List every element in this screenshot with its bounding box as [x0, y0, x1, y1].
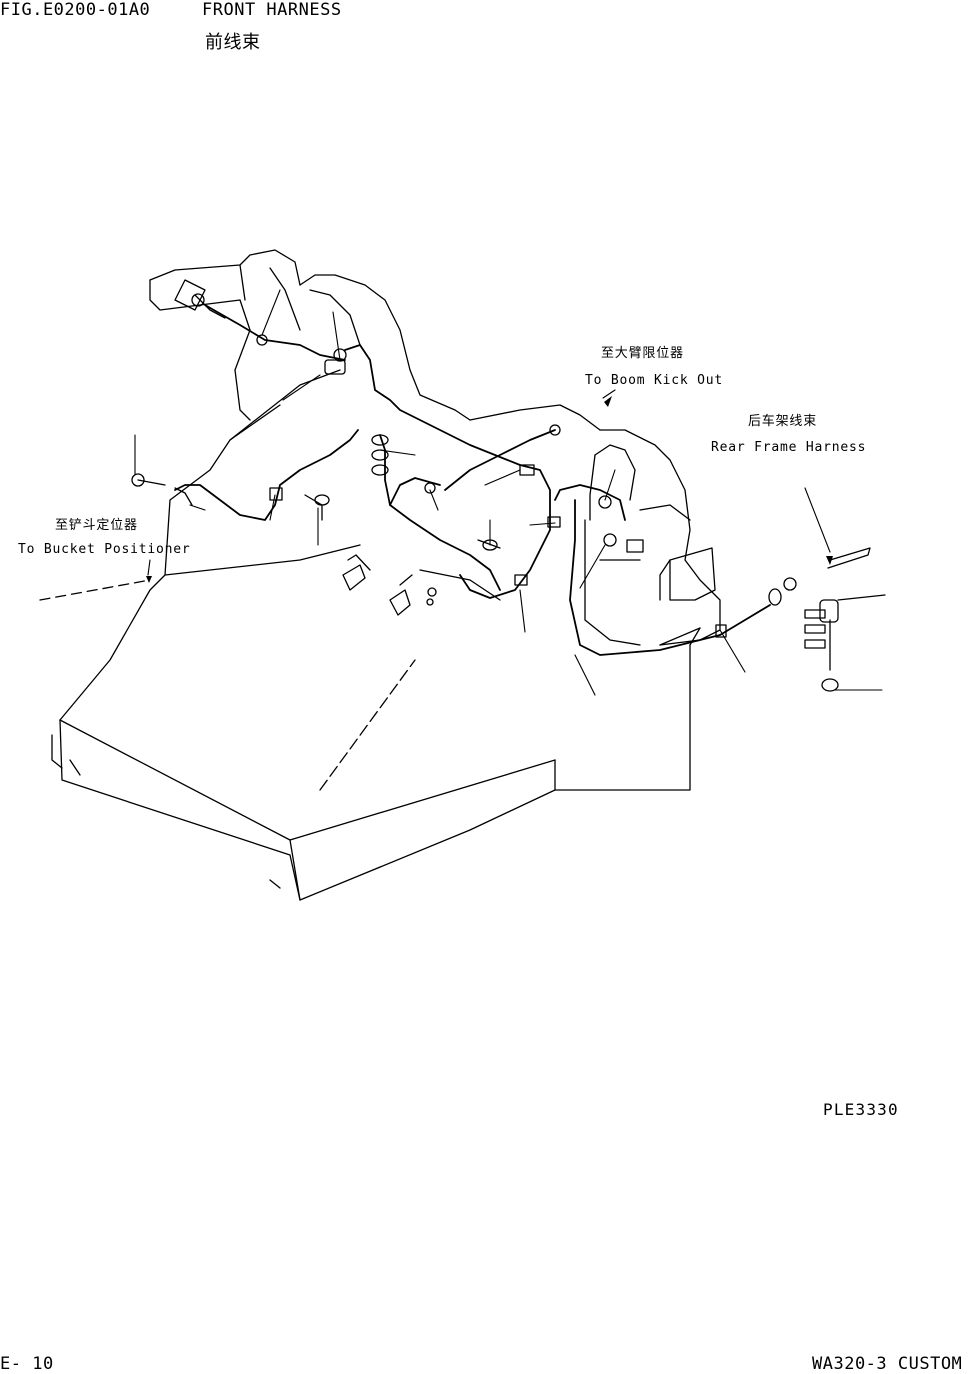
figure-title-chinese: 前线束 [205, 32, 261, 53]
front-frame-tower [150, 250, 470, 575]
model-name: WA320-3 CUSTOM [812, 1354, 963, 1374]
drawing-code: PLE3330 [823, 1100, 899, 1119]
arrowheads [146, 396, 833, 583]
bucket-positioner-label-chinese: 至铲斗定位器 [55, 518, 138, 533]
wire-harness [175, 305, 770, 655]
rear-frame-harness-label: Rear Frame Harness [711, 440, 867, 455]
harness-components [132, 294, 885, 691]
rear-frame-tower [470, 405, 720, 645]
leader-lines [135, 290, 882, 695]
boom-kick-out-label: To Boom Kick Out [585, 373, 724, 388]
figure-title: FRONT HARNESS [202, 0, 342, 20]
boom-kick-out-label-chinese: 至大臂限位器 [601, 346, 684, 361]
figure-number: FIG.E0200-01A0 [0, 0, 151, 20]
rear-frame-harness-label-chinese: 后车架线束 [748, 414, 818, 429]
bucket-positioner-label: To Bucket Positioner [18, 542, 191, 557]
front-frame-body [40, 545, 700, 900]
page-number: E- 10 [0, 1354, 54, 1374]
